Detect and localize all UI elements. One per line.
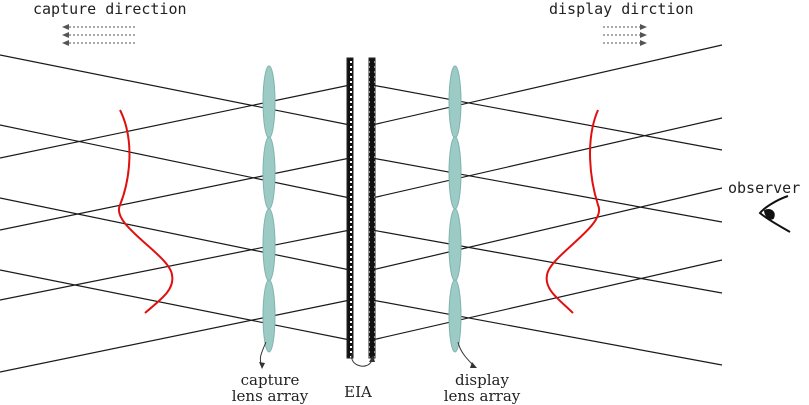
- observer-label: observer: [728, 179, 800, 197]
- ray: [0, 157, 351, 231]
- display-lens-array: [448, 65, 462, 353]
- lens: [448, 65, 462, 139]
- ray: [371, 157, 723, 223]
- eia-right-panel: [368, 57, 376, 359]
- ray: [371, 229, 723, 294]
- ray: [0, 269, 351, 341]
- display-wavefront: [545, 109, 601, 314]
- ray: [371, 117, 723, 199]
- lens: [262, 136, 276, 210]
- eia-pointer: [351, 351, 373, 367]
- ray: [0, 197, 351, 271]
- ray: [0, 299, 351, 373]
- lens: [448, 208, 462, 282]
- label-pointers: [259, 341, 477, 369]
- display-direction-label: display dirction: [549, 0, 694, 18]
- capture-wavefront: [117, 109, 174, 314]
- display-lens-label-line2: lens array: [444, 387, 521, 405]
- lens: [262, 65, 276, 139]
- eia-panels: [346, 57, 376, 359]
- ray: [371, 299, 723, 366]
- ray: [371, 259, 723, 341]
- capture-direction-arrows: [62, 24, 135, 46]
- eia-left-panel: [346, 57, 354, 359]
- lens: [262, 279, 276, 353]
- display-direction-arrows: [603, 24, 647, 46]
- ray: [0, 229, 351, 301]
- eia-label: EIA: [344, 383, 372, 401]
- ray: [0, 54, 351, 126]
- ray: [371, 44, 723, 126]
- wavefronts: [117, 109, 601, 314]
- lens: [262, 208, 276, 282]
- ray: [0, 124, 351, 199]
- eye-icon: [758, 195, 791, 233]
- display-lens-label-line1: display: [455, 371, 509, 389]
- ray: [0, 84, 351, 159]
- ray: [371, 84, 723, 151]
- display-pointer: [457, 341, 475, 367]
- lens: [448, 136, 462, 210]
- lens: [448, 279, 462, 353]
- capture-lens-array: [262, 65, 276, 353]
- ray: [371, 187, 723, 271]
- light-rays: [0, 44, 723, 373]
- capture-lens-label-line2: lens array: [232, 387, 309, 405]
- capture-direction-label: capture direction: [33, 0, 187, 18]
- capture-lens-label-line1: capture: [241, 371, 300, 389]
